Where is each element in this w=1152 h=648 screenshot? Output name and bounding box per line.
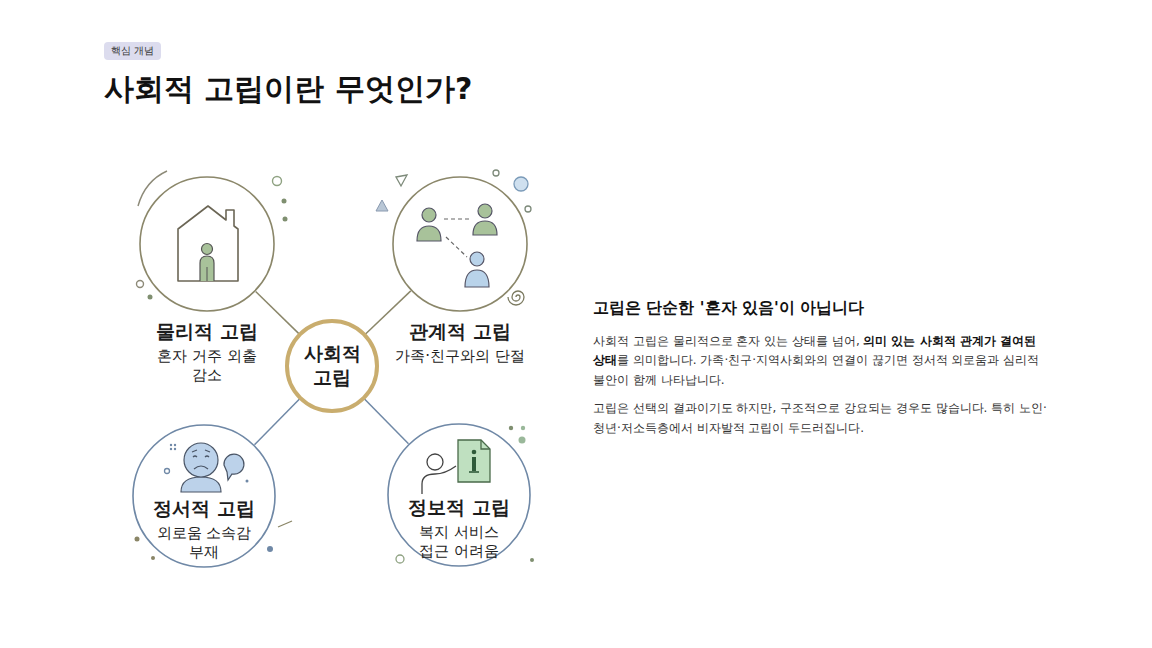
node-text-wrap: 정보적 고립복지 서비스 접근 어려움 xyxy=(387,495,531,562)
physical-decor-part xyxy=(138,171,167,206)
people-icon-part xyxy=(478,204,492,218)
node-body: 외로움 소속감 부재 xyxy=(156,524,252,563)
info-icon-part xyxy=(472,450,477,455)
info-decor-part xyxy=(509,426,513,430)
node-heading: 정보적 고립 xyxy=(408,495,510,521)
emotion-decor-lines-part xyxy=(165,469,170,474)
sad-face-icon-part xyxy=(181,477,221,492)
circle-outline-shape xyxy=(133,425,275,567)
connector-line xyxy=(365,291,410,334)
node-heading: 정서적 고립 xyxy=(153,496,255,522)
physical-dots-part xyxy=(283,217,288,222)
house-icon-part xyxy=(202,244,213,255)
emotion-decor-part xyxy=(246,480,249,483)
node-heading: 핵심 개념 xyxy=(111,45,154,57)
circle-outline-shape xyxy=(393,177,527,311)
physical-dots-part xyxy=(282,199,287,204)
connector-line xyxy=(255,399,300,445)
people-icon-part xyxy=(465,270,489,287)
node-body: 혼자 거주 외출 감소 xyxy=(157,347,257,386)
category-circle: 물리적 고립혼자 거주 외출 감소 xyxy=(122,177,292,377)
emotion-decor-part xyxy=(174,448,176,450)
explanation-block: 고립은 단순한 '혼자 있음'이 아닙니다사회적 고립은 물리적으로 혼자 있는… xyxy=(593,298,1051,438)
info-icon-part xyxy=(472,457,476,471)
paragraph-text: 고립은 선택의 결과이기도 하지만, 구조적으로 강요되는 경우도 많습니다. … xyxy=(593,401,1047,435)
physical-dots-part xyxy=(148,295,153,300)
physical-decor-part xyxy=(137,281,144,288)
house-icon xyxy=(178,206,238,281)
emotion-decor xyxy=(135,444,274,560)
relation-bubble xyxy=(514,177,528,191)
connector-line xyxy=(364,399,408,444)
circle-outline-shape xyxy=(388,424,530,566)
house-icon-part xyxy=(200,256,214,281)
category-circle: 정서적 고립외로움 소속감 부재 xyxy=(132,424,276,568)
info-icon-part xyxy=(458,440,490,482)
node-text-wrap: 정서적 고립외로움 소속감 부재 xyxy=(132,496,276,563)
sad-face-icon xyxy=(181,443,244,492)
relation-decor xyxy=(396,170,531,305)
info-decor-part xyxy=(396,555,404,563)
circle-outline-shape xyxy=(140,177,274,311)
emotion-decor-part xyxy=(151,556,155,560)
node-text-wrap: 사회적 고립 xyxy=(285,319,379,413)
relation-decor-part xyxy=(525,206,531,212)
category-circle: 관계적 고립가족·친구와의 단절 xyxy=(375,177,545,377)
tag-pill: 핵심 개념 xyxy=(104,42,161,60)
info-decor xyxy=(396,426,534,563)
node-heading: 물리적 고립 xyxy=(156,319,258,345)
connector-line xyxy=(256,291,299,333)
sad-face-icon-part xyxy=(224,454,244,480)
node-heading: 관계적 고립 xyxy=(409,319,511,345)
house-icon-part xyxy=(178,206,238,281)
people-icon-part xyxy=(444,219,471,257)
node-text-wrap: 물리적 고립혼자 거주 외출 감소 xyxy=(122,319,292,386)
sad-face-icon-part xyxy=(193,456,209,457)
info-icon-part xyxy=(422,466,456,494)
people-icon-part xyxy=(417,226,441,241)
relation-decor-part xyxy=(493,170,499,176)
people-icon-part xyxy=(473,221,497,235)
emotion-decor-part xyxy=(135,537,140,542)
physical-decor-part xyxy=(273,177,282,186)
info-decor-part xyxy=(519,437,526,444)
emotion-decor-part xyxy=(170,448,172,450)
node-body: 복지 서비스 접근 어려움 xyxy=(411,523,507,562)
emotion-decor-part xyxy=(170,444,172,446)
info-decor-part xyxy=(521,426,525,430)
node-heading: 사회적 고립 xyxy=(294,342,370,389)
section-heading: 고립은 단순한 '혼자 있음'이 아닙니다 xyxy=(593,298,1051,320)
category-circle: 정보적 고립복지 서비스 접근 어려움 xyxy=(387,423,531,567)
info-icon xyxy=(422,440,490,494)
info-icon-part xyxy=(427,454,443,470)
paragraph-text: 를 의미합니다. 가족·친구·지역사회와의 연결이 끊기면 정서적 외로움과 심… xyxy=(593,353,1039,387)
node-body: 가족·친구와의 단절 xyxy=(395,347,525,367)
info-icon-part xyxy=(481,440,490,449)
paragraph-text: 사회적 고립은 물리적으로 혼자 있는 상태를 넘어, xyxy=(593,334,860,348)
people-icon-part xyxy=(470,252,484,266)
physical-decor xyxy=(137,171,282,288)
sad-face-icon-part xyxy=(194,466,208,469)
house-icon-part xyxy=(207,267,208,281)
node-text-wrap: 관계적 고립가족·친구와의 단절 xyxy=(375,319,545,366)
sad-face-icon-part xyxy=(192,450,210,452)
relation-decor-part xyxy=(396,175,407,186)
relation-triangle xyxy=(376,200,388,211)
people-icon xyxy=(417,204,497,287)
center-circle: 사회적 고립 xyxy=(285,319,379,413)
paragraph: 고립은 선택의 결과이기도 하지만, 구조적으로 강요되는 경우도 많습니다. … xyxy=(593,399,1051,438)
sad-face-icon-part xyxy=(184,443,218,477)
relation-decor-part xyxy=(508,291,524,305)
emotion-decor-lines-part xyxy=(278,521,292,527)
circle-outline-shape xyxy=(287,321,377,411)
node-text-wrap: 핵심 개념 xyxy=(111,45,154,57)
page-title: 사회적 고립이란 무엇인가? xyxy=(104,70,472,108)
info-icon-part xyxy=(469,471,479,473)
emotion-decor-part xyxy=(267,546,273,552)
info-decor-part xyxy=(530,558,534,562)
emotion-decor-part xyxy=(174,444,176,446)
people-icon-part xyxy=(422,208,436,222)
paragraph: 사회적 고립은 물리적으로 혼자 있는 상태를 넘어,의미 있는 사회적 관계가… xyxy=(593,332,1051,391)
